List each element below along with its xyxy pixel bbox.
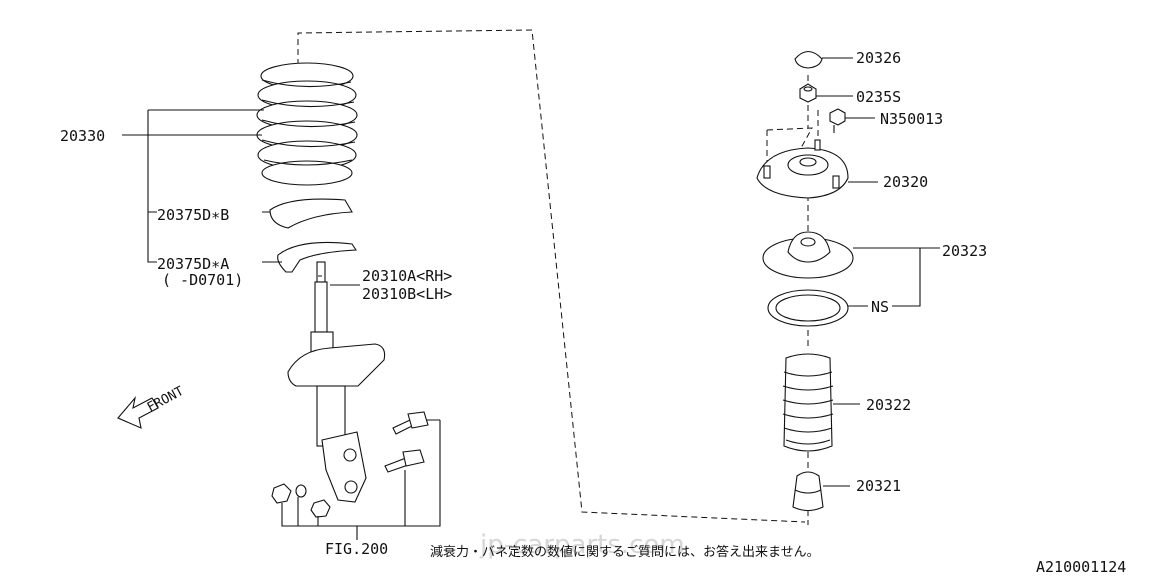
label-20375d-a: 20375D∗A: [157, 255, 229, 273]
label-20330: 20330: [60, 127, 105, 145]
mount-bolt-nut[interactable]: [829, 108, 846, 133]
mount-axis-dashed-line: [807, 75, 819, 525]
left-leader-lines: [122, 109, 322, 277]
spring-seat-b[interactable]: [269, 198, 353, 229]
label-n350013: N350013: [880, 110, 943, 128]
strut-mount[interactable]: [756, 139, 849, 199]
label-20320: 20320: [883, 173, 928, 191]
footnote-text: 減衰力・バネ定数の数値に関するご質問には、お答え出来ません。: [430, 544, 820, 560]
upper-bolt[interactable]: [392, 411, 429, 435]
ns-spacer-ring[interactable]: [767, 289, 849, 327]
front-arrow: [117, 396, 159, 429]
bump-stopper[interactable]: [792, 471, 824, 512]
watermark: jp-carparts.com: [479, 530, 685, 560]
diagram-id: A210001124: [1036, 558, 1126, 576]
nut-upper[interactable]: [271, 483, 292, 504]
right-leader-lines: [816, 57, 940, 487]
label-20375d-a-note: ( -D0701): [162, 271, 243, 289]
dust-boot[interactable]: [782, 353, 834, 452]
washer[interactable]: [295, 484, 307, 498]
front-label: FRONT: [145, 384, 187, 416]
nut-lower[interactable]: [310, 499, 331, 518]
label-20326: 20326: [856, 49, 901, 67]
label-20310b: 20310B<LH>: [362, 285, 452, 303]
label-0235s: 0235S: [856, 88, 901, 106]
spring-seat-a[interactable]: [277, 241, 357, 273]
label-20323: 20323: [942, 242, 987, 260]
label-20375d-b: 20375D∗B: [157, 206, 229, 224]
dust-cap[interactable]: [794, 50, 823, 69]
fig200-bracket: [281, 419, 441, 540]
lower-bolt[interactable]: [384, 449, 425, 473]
label-20310a: 20310A<RH>: [362, 267, 452, 285]
bearing-seat[interactable]: [762, 231, 854, 279]
flange-nut[interactable]: [799, 83, 817, 103]
strut-assembly[interactable]: [287, 261, 386, 503]
assembly-dashed-guide: [297, 29, 806, 523]
label-20322: 20322: [866, 396, 911, 414]
coil-spring[interactable]: [256, 62, 358, 186]
label-20321: 20321: [856, 477, 901, 495]
label-fig200: FIG.200: [325, 540, 388, 558]
label-ns: NS: [871, 298, 889, 316]
